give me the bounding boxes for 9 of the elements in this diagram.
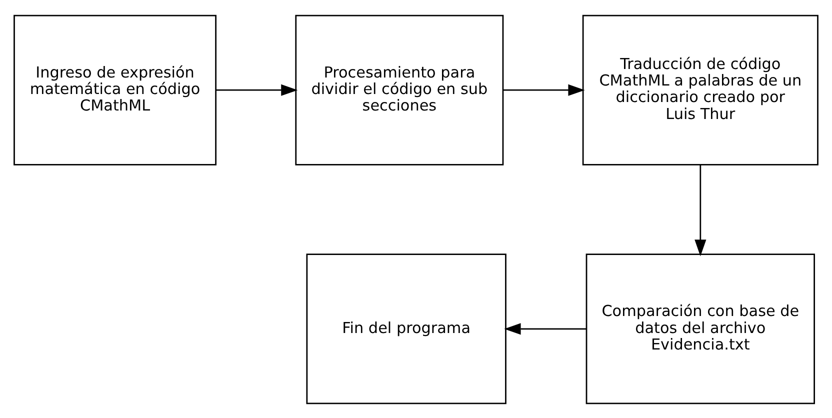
- node-box: Comparación con base de datos del archivo Evidencia.txt: [586, 253, 815, 404]
- arrow: [504, 322, 586, 334]
- arrow: [503, 84, 585, 96]
- node-box: Fin del programa: [306, 253, 506, 404]
- node-box: Ingreso de expresión matemática en código CMathML: [14, 14, 216, 165]
- arrow: [216, 84, 298, 96]
- node-box: Traducción de código CMathML a palabras de un diccionario creado por Luis Thur: [582, 14, 818, 165]
- node-box: Procesamiento para dividir el código en sub secciones: [295, 14, 504, 165]
- arrow: [694, 164, 706, 256]
